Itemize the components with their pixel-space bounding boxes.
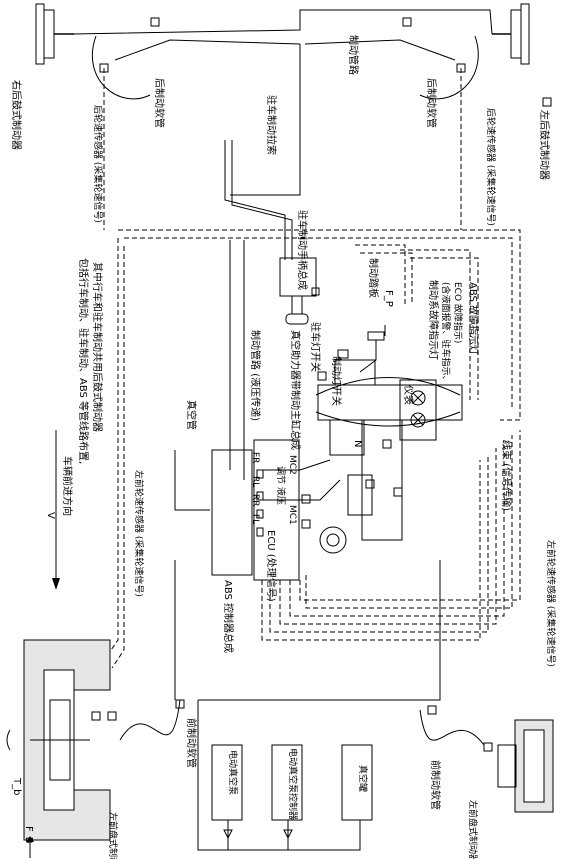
front-hose-connector-2 [427,705,437,715]
rear-left-drum-brake [492,3,530,65]
label-ecu: ECU (处理信号) [265,530,277,602]
parking-handle-assembly [279,257,320,325]
label-rear-left-brake: 左后鼓式制动器 [538,110,551,180]
label-vac-tank: 真空罐 [357,765,369,792]
label-port-fr: FR [250,452,260,463]
label-brake-line-top: 制动管路 [347,35,360,75]
torque-arrow [6,729,34,858]
forward-direction-arrow [52,430,60,590]
label-fault-lamp-3: ECO 故障指示) [452,282,464,343]
label-e-pump: 电动真空泵 [227,750,239,795]
label-rear-sensor-2: 后轮速传感器 (采集轮速信号) [485,108,497,226]
label-note-line2: 其中行车和驻车制动共用后鼓式制动器 [91,262,104,432]
label-rear-sensor-1: 后轮速传感器 (采集轮速信号) [92,105,104,223]
label-fl-disc-1: 左前盘式制动器 [107,812,119,859]
rr-hose-connector [150,17,160,27]
brake-pedal [359,325,386,373]
electric-vacuum-pump-box [211,744,243,821]
label-park-cable: 驻车制动拉索 [265,95,278,155]
vacuum-pump-controller-box [271,744,303,821]
rl-sensor-connector [456,63,466,73]
label-abs-lamp: ABS 故障指示灯 [467,282,480,355]
vacuum-tank-box [341,744,373,821]
label-rear-hose-1: 后制动软管 [153,78,166,128]
label-rear-right-brake: 右后鼓式制动器 [10,80,23,150]
label-e-pump-ctrl: 电动真空泵控制器 [287,748,299,820]
label-port-rl: RL [250,476,260,487]
label-fb: F_B [23,826,34,844]
label-port-mc1: MC1 [287,505,297,525]
label-booster: 真空助力器带制动主缸总成 [289,330,302,450]
label-port-fl: FL [250,514,260,524]
instrument-panel [399,379,437,441]
label-front-hose-2: 前制动软管 [429,760,442,810]
label-fl-sensor-b: 左前轮速传感器 (采集轮速信号) [545,540,557,667]
label-brake-line-hyd: 制动管路 (液压传递) [249,330,262,421]
label-fl-disc-2: 左前盘式制动器 [467,800,479,859]
brake-lamp-switch [337,349,349,359]
label-brake-lamp-switch: 制动灯开关 [330,356,343,406]
rl-connector-2 [542,97,552,107]
label-park-handle: 驻车制动手柄总成 [296,210,309,290]
label-v: V [45,512,56,519]
label-vacuum-pipe: 真空管 [185,400,198,430]
label-fp: F_P [383,290,394,307]
label-fault-lamp-1: 制动系故障指示灯 [427,280,440,360]
label-fl-sensor-a: 左前轮速传感器 (采集轮速信号) [133,470,145,597]
label-brake-pedal: 制动踏板 [367,258,380,298]
label-front-hose-1: 前制动软管 [185,718,198,768]
label-port-rr: RR [250,494,260,507]
label-instrument: 仪表 [402,385,415,405]
label-port-mc2: MC2 [287,455,297,475]
front-left-disc-brake-2 [483,719,554,813]
label-adjust: 调节 液压 [275,466,287,505]
label-n: N [352,440,363,447]
rr-sensor-connector [99,63,109,73]
label-tb: T_b [11,777,22,795]
label-harness: 线束 (信号传输) [500,440,513,511]
label-note-line1: 包括行车制动、驻车制动、ABS 等管线路布置, [77,258,90,464]
label-park-lamp-switch: 驻车灯开关 [309,322,322,372]
label-rear-hose-2: 后制动软管 [425,78,438,128]
label-forward: 车辆前进方向 [61,456,74,516]
abs-control-unit [211,439,311,581]
vacuum-booster-master-cylinder [315,359,463,554]
rl-hose-connector [402,17,412,27]
label-abs-assembly: ABS 控制器总成 [222,580,235,653]
front-hose-connector-1 [175,699,185,709]
front-left-disc-brake-1 [23,639,117,841]
label-fault-lamp-2: (含液面报警、驻车指示、 [440,282,452,385]
rear-right-drum-brake [35,3,74,65]
